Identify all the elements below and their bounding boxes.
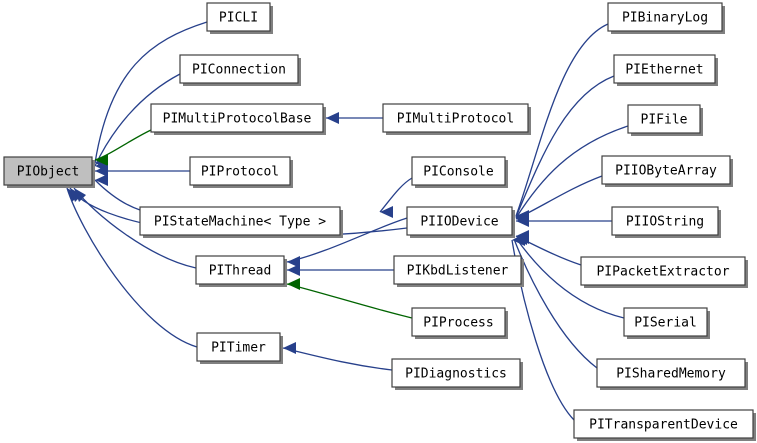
node-box[interactable]	[189, 156, 291, 186]
arrowhead-pikbdlistener-to-pithread	[287, 264, 300, 276]
node-box[interactable]	[196, 332, 281, 362]
class-node-pidiagnostics[interactable]: PIDiagnostics	[391, 358, 523, 390]
node-box[interactable]	[195, 255, 285, 285]
arrowhead-piconsole-to-piiodevice	[380, 206, 393, 218]
node-box[interactable]	[596, 358, 746, 388]
class-node-picli[interactable]: PICLI	[206, 2, 273, 34]
node-label: PIThread	[209, 264, 272, 279]
node-label: PISerial	[634, 316, 697, 331]
node-box[interactable]	[391, 358, 521, 388]
edge-pistatemachine-to-piobject	[94, 179, 141, 211]
node-box[interactable]	[206, 2, 271, 32]
arrowhead-pitransparentdevice-to-piiodevice	[512, 234, 525, 246]
node-layer: PIObject PICLI PIConnectionPIMultiProtocol…	[3, 2, 756, 441]
edge-pimultiprotocolbase-to-piobject	[94, 129, 152, 161]
edge-pitimer-to-piobject	[66, 187, 198, 348]
edge-piprocess-to-pithread	[286, 283, 413, 319]
node-box[interactable]	[179, 54, 299, 84]
class-node-piiodevice[interactable]: PIIODevice	[406, 206, 515, 238]
node-box[interactable]	[613, 54, 716, 84]
class-node-pimultiprotocolbase[interactable]: PIMultiProtocolBase	[150, 103, 326, 135]
edge-piiodevice-to-pithread	[286, 217, 408, 263]
node-label: PIProtocol	[201, 165, 279, 180]
class-node-pifile[interactable]: PIFile	[627, 104, 703, 136]
node-box[interactable]	[573, 409, 754, 439]
class-node-piobject[interactable]: PIObject	[3, 156, 95, 188]
node-label: PIPacketExtractor	[596, 265, 729, 280]
node-box[interactable]	[601, 155, 731, 185]
class-node-piconnection[interactable]: PIConnection	[179, 54, 301, 86]
node-box[interactable]	[411, 156, 506, 186]
edge-piiobytearray-to-piiodevice	[515, 175, 603, 220]
node-box[interactable]	[611, 206, 719, 236]
arrowhead-piprotocol-to-piobject	[95, 165, 108, 177]
node-label: PIDiagnostics	[405, 367, 507, 382]
node-box[interactable]	[627, 104, 701, 134]
arrowhead-piiodevice-to-pithread	[287, 256, 300, 268]
node-box[interactable]	[150, 103, 324, 133]
node-box[interactable]	[623, 307, 708, 337]
class-node-piserial[interactable]: PISerial	[623, 307, 710, 339]
class-node-pipacketextractor[interactable]: PIPacketExtractor	[580, 256, 748, 288]
class-node-pikbdlistener[interactable]: PIKbdListener	[393, 255, 524, 287]
node-box[interactable]	[393, 255, 522, 285]
node-label: PIIODevice	[420, 215, 498, 230]
node-label: PIFile	[641, 113, 688, 128]
class-node-pisharedmemory[interactable]: PISharedMemory	[596, 358, 748, 390]
node-label: PIBinaryLog	[622, 11, 708, 26]
node-label: PICLI	[219, 11, 258, 26]
node-label: PIKbdListener	[407, 264, 509, 279]
node-label: PIProcess	[423, 316, 493, 331]
node-label: PIConnection	[192, 63, 286, 78]
node-label: PISharedMemory	[616, 367, 726, 382]
class-node-pistatemachine[interactable]: PIStateMachine< Type >	[139, 206, 343, 238]
node-label: PIIOByteArray	[615, 164, 717, 179]
node-label: PIMultiProtocolBase	[163, 112, 312, 127]
arrowhead-piiostring-to-piiodevice	[516, 215, 529, 227]
edge-picli-to-piobject	[94, 21, 208, 164]
node-box[interactable]	[607, 2, 723, 32]
node-box[interactable]	[3, 156, 93, 186]
node-label: PIStateMachine< Type >	[154, 215, 326, 230]
class-node-piconsole[interactable]: PIConsole	[411, 156, 508, 188]
node-label: PITimer	[211, 341, 266, 356]
class-node-piethernet[interactable]: PIEthernet	[613, 54, 718, 86]
edge-piconsole-to-piiodevice	[379, 177, 413, 213]
class-node-pitransparentdevice[interactable]: PITransparentDevice	[573, 409, 756, 441]
node-label: PIConsole	[423, 165, 494, 180]
class-node-piiostring[interactable]: PIIOString	[611, 206, 721, 238]
node-label: PIObject	[17, 165, 80, 180]
node-label: PITransparentDevice	[589, 418, 738, 433]
node-box[interactable]	[382, 103, 529, 133]
node-box[interactable]	[580, 256, 746, 286]
edge-piconnection-to-piobject	[94, 73, 181, 167]
class-node-piiobytearray[interactable]: PIIOByteArray	[601, 155, 733, 187]
arrowhead-pimultiprotocolbase-to-piobject	[95, 154, 108, 166]
arrowhead-piprocess-to-pithread	[287, 278, 300, 290]
edge-pibinarylog-to-piiodevice	[515, 23, 609, 217]
class-node-pimultiprotocol[interactable]: PIMultiProtocol	[382, 103, 531, 135]
arrowhead-pidiagnostics-to-pitimer	[283, 342, 296, 354]
arrowhead-pistatemachine-to-piobject	[95, 174, 108, 186]
edge-layer	[66, 21, 629, 421]
node-label: PIMultiProtocol	[397, 112, 514, 127]
class-node-pibinarylog[interactable]: PIBinaryLog	[607, 2, 725, 34]
arrowhead-pitimer-to-piobject	[67, 188, 79, 202]
edge-piethernet-to-piiodevice	[515, 75, 615, 218]
class-node-pitimer[interactable]: PITimer	[196, 332, 283, 364]
node-box[interactable]	[139, 206, 341, 236]
class-node-piprocess[interactable]: PIProcess	[411, 307, 508, 339]
edge-pifile-to-piiodevice	[515, 125, 629, 219]
node-label: PIIOString	[626, 215, 704, 230]
node-box[interactable]	[406, 206, 513, 236]
edge-pisharedmemory-to-piiodevice	[513, 238, 598, 369]
node-label: PIEthernet	[625, 63, 703, 78]
class-node-pithread[interactable]: PIThread	[195, 255, 287, 287]
class-node-piprotocol[interactable]: PIProtocol	[189, 156, 293, 188]
edge-pidiagnostics-to-pitimer	[282, 347, 393, 371]
arrowhead-pimultiprotocol-to-pimultiprotocolbase	[326, 112, 339, 124]
edge-piserial-to-piiodevice	[515, 237, 625, 319]
node-box[interactable]	[411, 307, 506, 337]
